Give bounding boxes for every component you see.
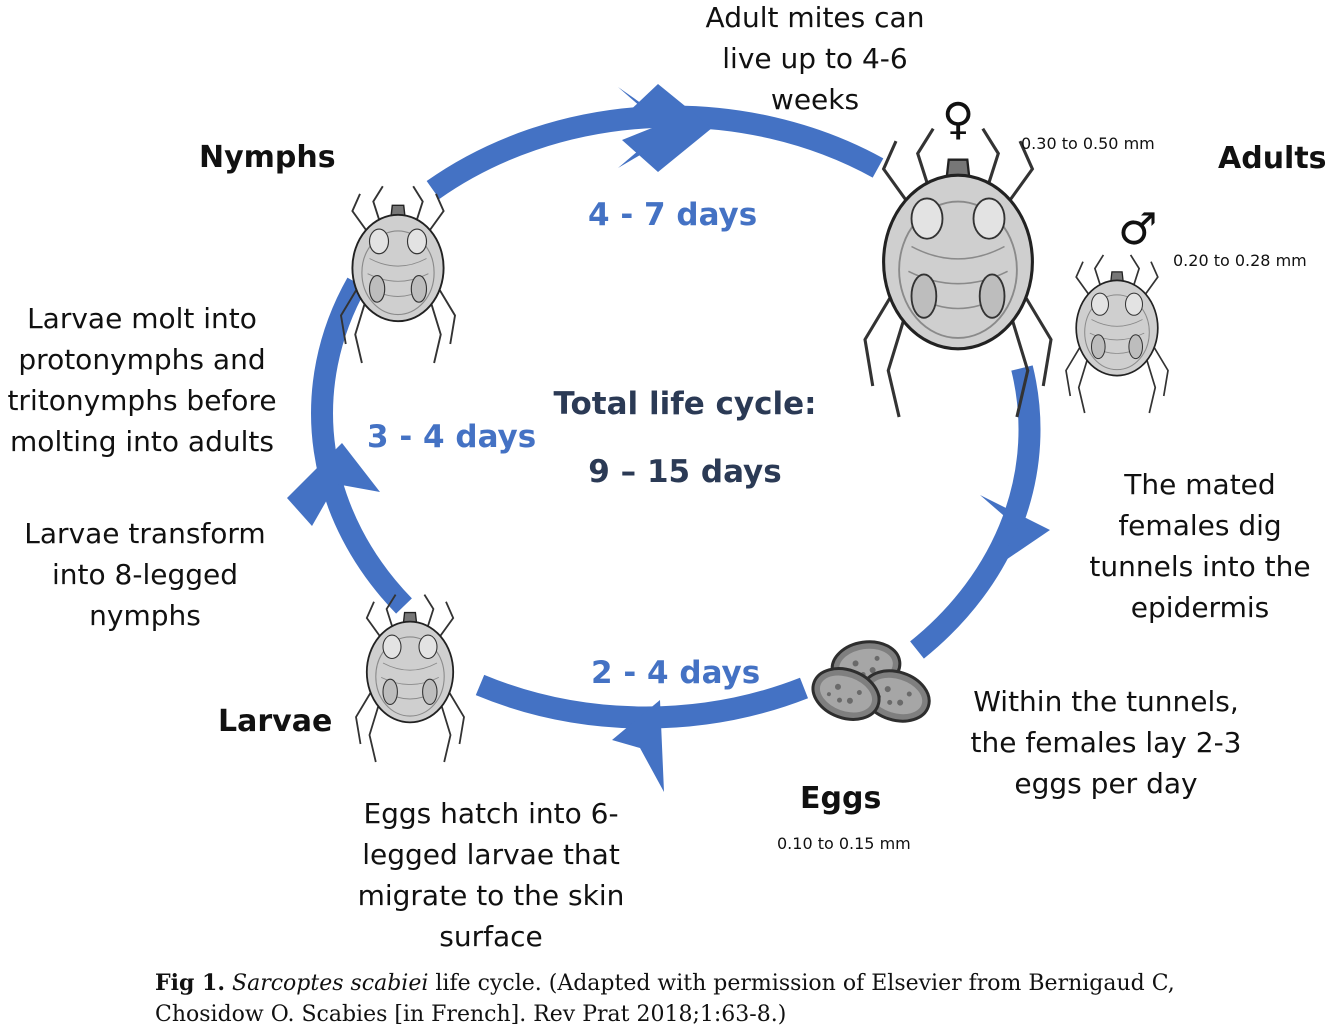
total-cycle-value: 9 – 15 days bbox=[530, 454, 840, 490]
note-lay-eggs: Within the tunnels, the females lay 2-3 … bbox=[955, 681, 1257, 804]
arc-adults-to-eggs bbox=[917, 368, 1030, 650]
stage-label-larvae: Larvae bbox=[218, 704, 332, 739]
caption-text-1: life cycle. (Adapted with permission of … bbox=[428, 971, 1174, 996]
size-male: 0.20 to 0.28 mm bbox=[1173, 251, 1307, 270]
stage-label-nymphs: Nymphs bbox=[199, 140, 336, 175]
caption-fig-label: Fig 1. bbox=[155, 970, 225, 996]
stage-label-adults: Adults bbox=[1218, 141, 1327, 176]
note-transform: Larvae transform into 8-legged nymphs bbox=[10, 513, 280, 636]
note-hatch: Eggs hatch into 6- legged larvae that mi… bbox=[340, 793, 642, 957]
note-adult-lifespan: Adult mites can live up to 4-6 weeks bbox=[665, 0, 965, 120]
caption-line-2: Chosidow O. Scabies [in French]. Rev Pra… bbox=[155, 999, 1235, 1030]
duration-nymphs-to-adults: 4 - 7 days bbox=[588, 197, 757, 233]
figure-caption: Fig 1. Sarcoptes scabiei life cycle. (Ad… bbox=[155, 968, 1235, 1030]
duration-eggs-to-larvae: 2 - 4 days bbox=[591, 655, 760, 691]
note-molt: Larvae molt into protonymphs and tritony… bbox=[2, 298, 282, 462]
note-tunnels: The mated females dig tunnels into the e… bbox=[1070, 464, 1330, 628]
egg-cluster-icon bbox=[806, 638, 936, 730]
adult-male-mite-icon bbox=[1066, 255, 1168, 413]
caption-species: Sarcoptes scabiei bbox=[232, 971, 428, 996]
larva-mite-icon bbox=[356, 595, 464, 762]
stage-label-eggs: Eggs bbox=[800, 781, 881, 816]
size-eggs: 0.10 to 0.15 mm bbox=[777, 834, 911, 853]
size-female: 0.30 to 0.50 mm bbox=[1021, 134, 1155, 153]
total-cycle-label: Total life cycle: bbox=[530, 386, 840, 422]
caption-line-1: Fig 1. Sarcoptes scabiei life cycle. (Ad… bbox=[155, 968, 1235, 999]
duration-larvae-to-nymphs: 3 - 4 days bbox=[367, 419, 536, 455]
nymph-mite-icon bbox=[341, 186, 455, 363]
male-symbol-icon: ♂ bbox=[1118, 208, 1157, 252]
